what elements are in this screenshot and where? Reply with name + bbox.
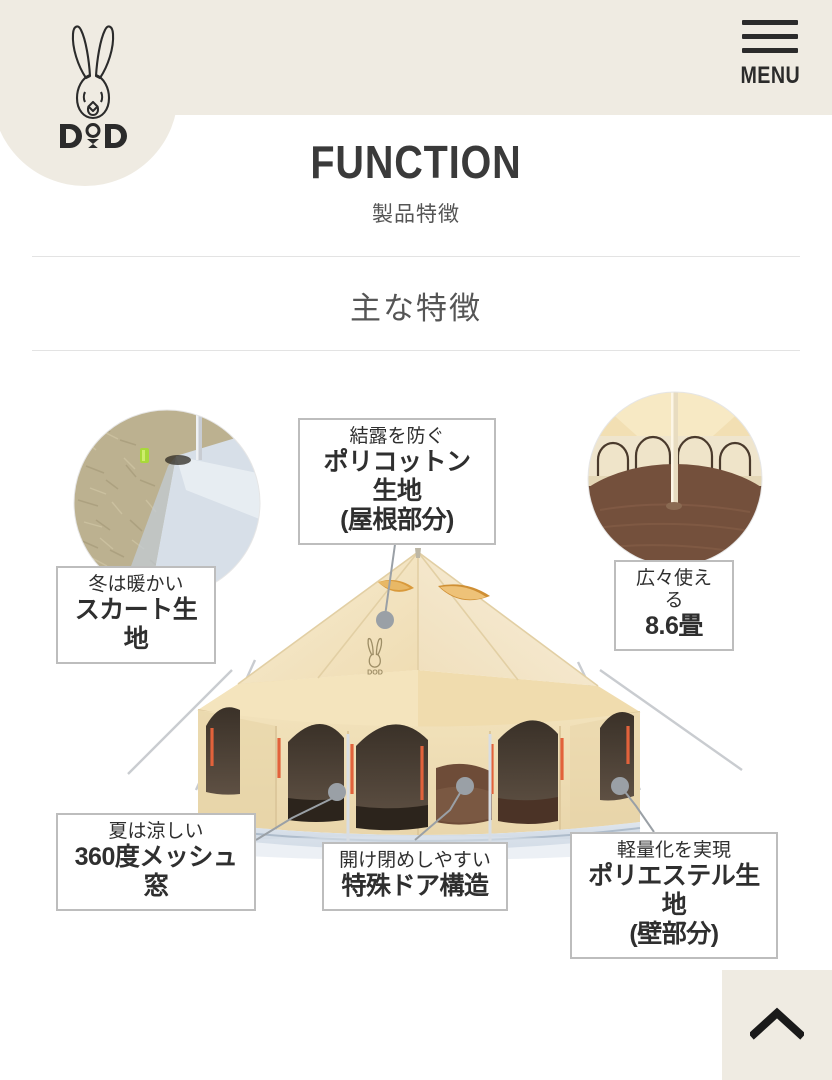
accent-stripes bbox=[210, 726, 630, 800]
callout-mesh-lead: 夏は涼しい bbox=[108, 821, 204, 842]
dod-rabbit-logo[interactable] bbox=[48, 18, 138, 148]
scroll-to-top-button[interactable] bbox=[722, 970, 832, 1080]
svg-text:DOD: DOD bbox=[367, 668, 383, 676]
divider-bottom bbox=[32, 350, 800, 351]
callout-door-lead: 開け閉めしやすい bbox=[339, 850, 491, 871]
skirt-photo-content bbox=[74, 410, 260, 596]
menu-button-label: MENU bbox=[740, 62, 801, 89]
callout-polyester-lead: 軽量化を実現 bbox=[616, 840, 731, 861]
page-title-block: FUNCTION 製品特徴 bbox=[0, 138, 832, 228]
menu-button[interactable]: MENU bbox=[734, 14, 806, 89]
callout-tatami-title: 8.6畳 bbox=[645, 612, 703, 641]
dod-logo-icon bbox=[60, 25, 127, 148]
chevron-up-icon bbox=[750, 1007, 804, 1040]
callout-dots bbox=[328, 611, 629, 801]
callout-polyester-title: ポリエステル生地 bbox=[588, 862, 760, 920]
divider-top bbox=[32, 256, 800, 257]
callout-door: 開け閉めしやすい 特殊ドア構造 bbox=[322, 842, 508, 912]
tent-printed-logo: DOD bbox=[367, 637, 383, 676]
callout-polycotton-title: ポリコットン生地 bbox=[323, 448, 471, 506]
logo-backdrop bbox=[0, 0, 178, 186]
page-title: FUNCTION bbox=[310, 136, 522, 188]
hamburger-icon bbox=[742, 14, 798, 53]
callout-tatami-lead: 広々使える bbox=[635, 568, 712, 612]
callout-skirt-lead: 冬は暖かい bbox=[88, 574, 184, 595]
section-heading: 主な特徴 bbox=[350, 291, 482, 326]
callout-skirt-title: スカート生地 bbox=[74, 596, 198, 654]
callout-polycotton-lead: 結露を防ぐ bbox=[349, 426, 445, 447]
callout-mesh: 夏は涼しい 360度メッシュ窓 bbox=[56, 813, 256, 912]
callout-tatami: 広々使える 8.6畳 bbox=[614, 560, 734, 652]
callout-polycotton: 結露を防ぐ ポリコットン生地 (屋根部分) bbox=[298, 418, 496, 546]
callout-mesh-title: 360度メッシュ窓 bbox=[74, 843, 238, 901]
feature-diagram: DOD 結露を防ぐ ポリコットン生地 (屋根部分) bbox=[0, 370, 832, 960]
tent-body: DOD bbox=[190, 548, 646, 860]
interior-photo-content bbox=[588, 392, 762, 566]
callout-door-title: 特殊ドア構造 bbox=[341, 872, 489, 901]
callout-skirt: 冬は暖かい スカート生地 bbox=[56, 566, 216, 665]
page-subtitle: 製品特徴 bbox=[372, 203, 460, 227]
callout-polyester-note: (壁部分) bbox=[629, 920, 719, 949]
callout-polycotton-note: (屋根部分) bbox=[340, 506, 454, 535]
callout-polyester: 軽量化を実現 ポリエステル生地 (壁部分) bbox=[570, 832, 778, 960]
